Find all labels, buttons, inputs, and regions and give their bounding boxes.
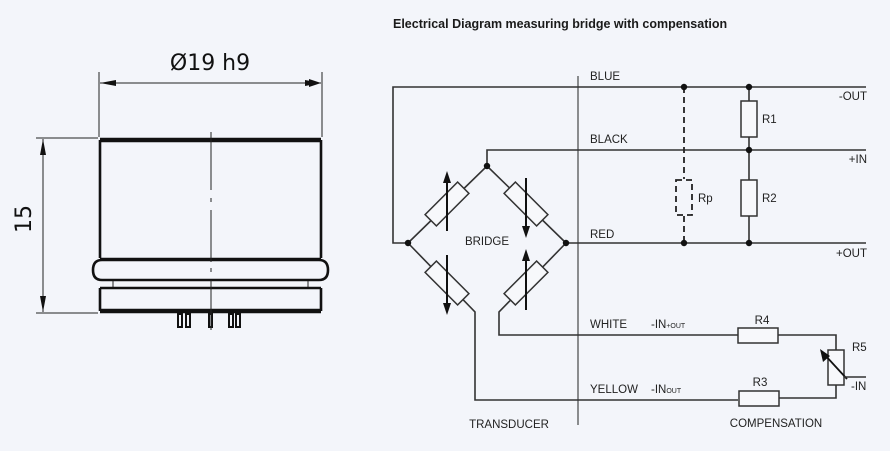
minus-out-label: -OUT (839, 91, 867, 103)
sensor-drawing: Ø19 h9 15 (12, 51, 330, 330)
height-label: 15 (12, 205, 37, 233)
r4-to-r5-wire (778, 334, 837, 350)
r1-r2-divider: R1 R2 (740, 83, 777, 247)
rp-label: Rp (698, 193, 713, 205)
blue-wire (392, 86, 866, 244)
rp-resistor-group: Rp (675, 83, 713, 247)
node-dot (745, 83, 753, 91)
connector-pins (177, 313, 241, 328)
dimension-arrow-left (100, 80, 116, 86)
node-dot (483, 162, 491, 170)
yellow-signal-label: -INOUT (651, 384, 682, 396)
arrowhead-down-icon (522, 226, 530, 238)
r2-resistor (740, 179, 758, 217)
body-sides (98, 140, 323, 258)
o-ring (91, 258, 330, 282)
blue-wire-label: BLUE (590, 71, 620, 83)
wiper-arrowhead-icon (820, 349, 830, 362)
plus-out-label: +OUT (836, 248, 867, 260)
node-dot (404, 239, 412, 247)
r2-label: R2 (762, 193, 777, 205)
transducer-label: TRANSDUCER (469, 419, 549, 431)
r1-resistor (740, 100, 758, 138)
r4-label: R4 (755, 315, 770, 327)
r3-label: R3 (753, 377, 768, 389)
compensation-label: COMPENSATION (730, 418, 822, 430)
plus-in-label: +IN (849, 154, 867, 166)
r3-to-r5-wire (779, 385, 837, 399)
red-wire-label: RED (590, 229, 614, 241)
black-wire-label: BLACK (590, 134, 628, 146)
dimension-arrow-right (305, 80, 321, 86)
r5-label: R5 (852, 342, 867, 354)
arrowhead-down-icon (443, 303, 451, 315)
r5-wiper-arrow (823, 353, 848, 380)
rp-resistor (675, 179, 693, 216)
node-dot (680, 83, 688, 91)
minus-in-label: -IN (851, 381, 866, 393)
yellow-wire (407, 242, 738, 401)
bridge: BRIDGE (404, 162, 738, 401)
compensation-network: R4 R3 R5 -IN (737, 315, 867, 407)
node-dot (562, 239, 570, 247)
node-dot (745, 146, 753, 154)
groove-lines (112, 281, 309, 287)
height-arrow-bottom (40, 296, 46, 312)
bridge-label: BRIDGE (465, 236, 509, 248)
bridge-upper-arms (407, 164, 567, 244)
diagram-title: Electrical Diagram measuring bridge with… (393, 17, 727, 31)
white-wire-label: WHITE (590, 319, 627, 331)
r3-resistor (738, 390, 780, 407)
diameter-label: Ø19 h9 (170, 51, 250, 76)
base-sides (98, 288, 323, 311)
yellow-wire-label: YELLOW (590, 384, 638, 396)
height-arrow-top (40, 139, 46, 155)
white-signal-label: -IN+OUT (651, 319, 686, 331)
arrowhead-up-icon (522, 249, 530, 261)
node-dot (745, 239, 753, 247)
arrowhead-up-icon (443, 171, 451, 183)
black-wire (486, 149, 866, 166)
r1-label: R1 (762, 114, 777, 126)
node-dot (680, 239, 688, 247)
r4-resistor (737, 327, 779, 344)
